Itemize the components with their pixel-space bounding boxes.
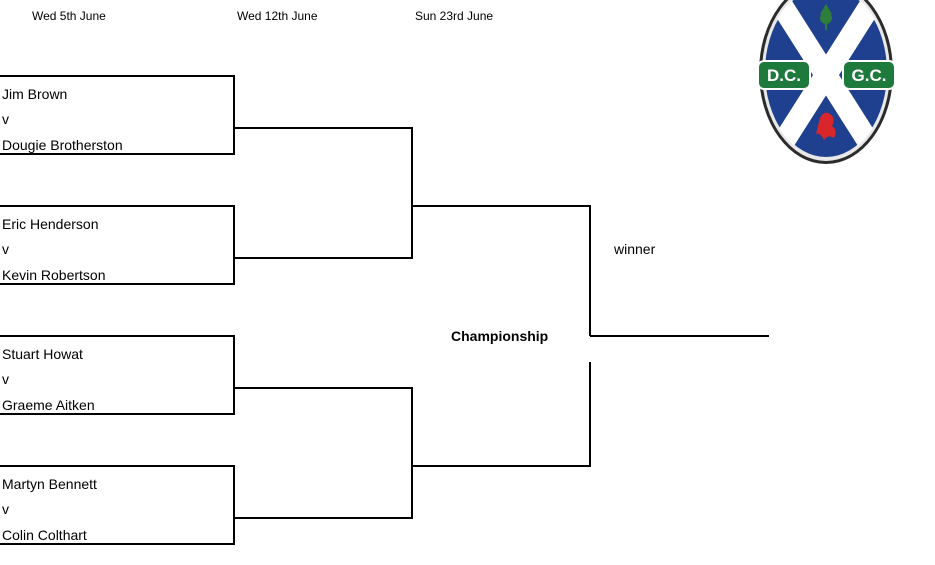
round3-date: Sun 23rd June xyxy=(415,9,494,23)
lion-rampant-icon xyxy=(816,112,836,140)
match2-player2: Kevin Robertson xyxy=(2,267,106,283)
round2-date: Wed 12th June xyxy=(237,9,318,23)
crest-left-text: D.C. xyxy=(767,66,801,85)
match3-player1: Stuart Howat xyxy=(2,346,83,362)
crest-right-text: G.C. xyxy=(852,66,887,85)
winner-label: winner xyxy=(614,241,656,257)
round1-date: Wed 5th June xyxy=(32,9,106,23)
match4-vs: v xyxy=(2,501,9,517)
right-band xyxy=(842,60,896,90)
left-band xyxy=(757,60,811,90)
saltire-cross xyxy=(764,0,888,158)
match1-player1: Jim Brown xyxy=(2,86,68,102)
match1-player2: Dougie Brotherston xyxy=(2,137,123,153)
thistle-icon xyxy=(820,4,832,30)
match2-vs: v xyxy=(2,241,9,257)
match4-player2: Colin Colthart xyxy=(2,527,87,543)
match4-player1: Martyn Bennett xyxy=(2,476,97,492)
match3-player2: Graeme Aitken xyxy=(2,397,95,413)
match3-vs: v xyxy=(2,371,9,387)
championship-label: Championship xyxy=(451,328,549,344)
match1-vs: v xyxy=(2,111,9,127)
club-crest-logo: D.C. G.C. xyxy=(757,0,896,164)
match2-player1: Eric Henderson xyxy=(2,216,99,232)
